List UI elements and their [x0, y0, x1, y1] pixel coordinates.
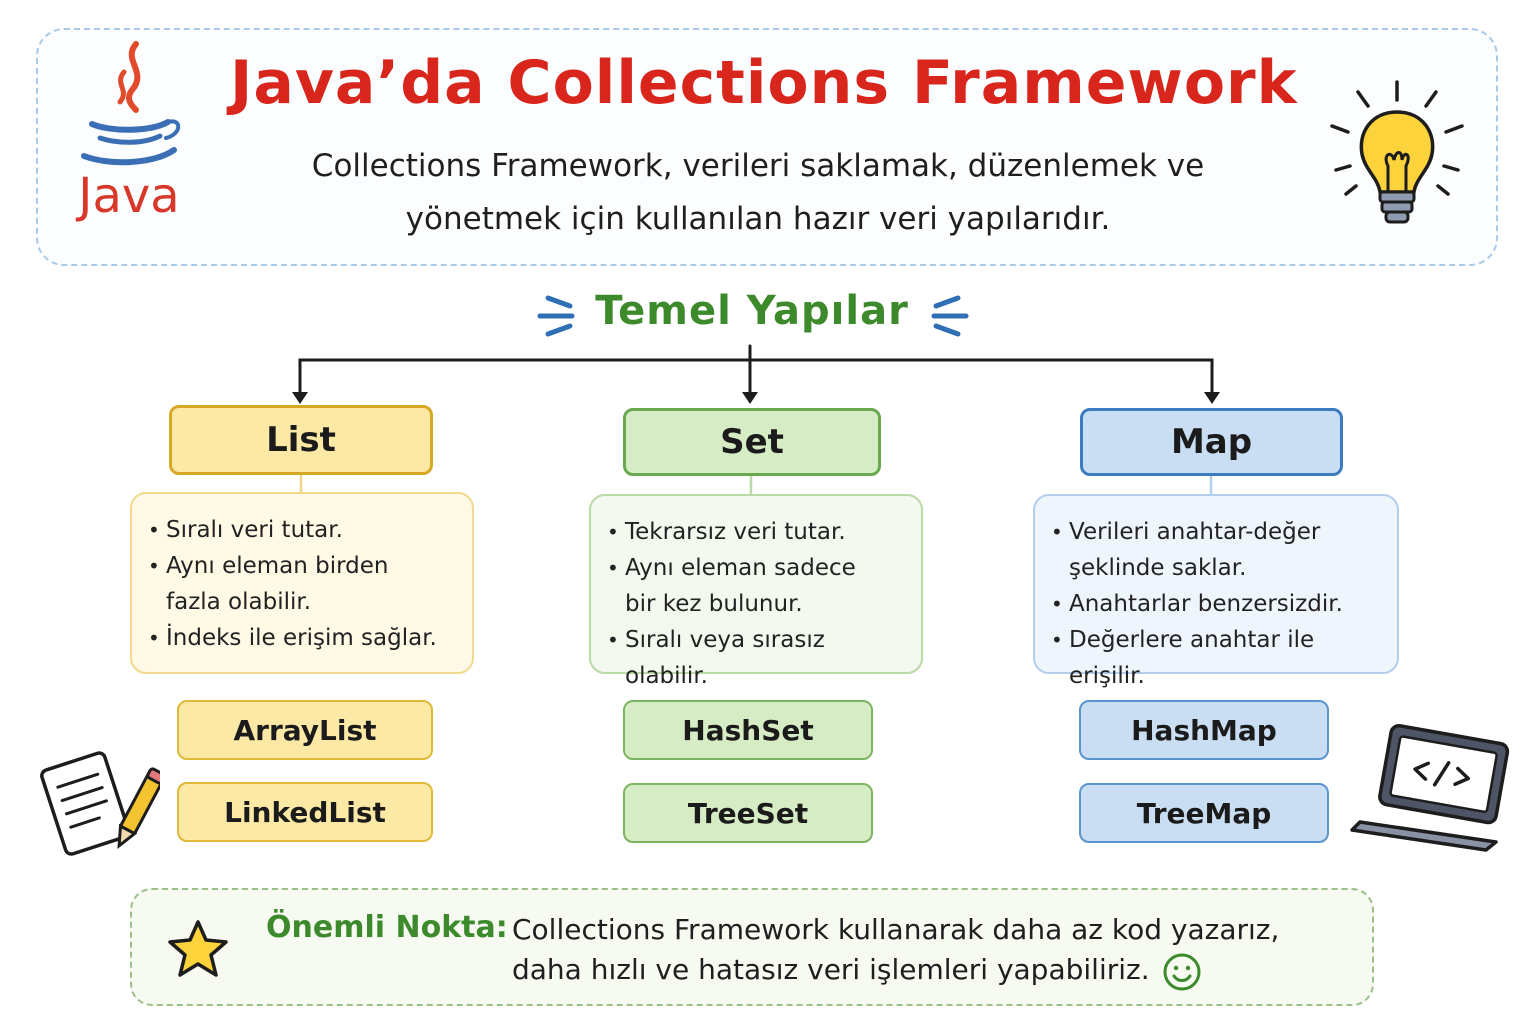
header-panel — [36, 28, 1498, 266]
emphasis-marks-left-icon — [537, 295, 575, 337]
impl-linkedlist: LinkedList — [177, 782, 433, 842]
notepad-pencil-icon — [40, 751, 160, 856]
impl-treeset: TreeSet — [623, 783, 873, 843]
bullet-list: Sıralı veri tutar. Aynı eleman birden fa… — [148, 512, 462, 656]
java-logo-text: Java — [78, 168, 180, 224]
list-item: Sıralı veya sırasız olabilir. — [607, 622, 911, 694]
emphasis-marks-right-icon — [931, 295, 969, 337]
bullet-list: Tekrarsız veri tutar. Aynı eleman sadece… — [607, 514, 911, 694]
list-item: İndeks ile erişim sağlar. — [148, 620, 462, 656]
smiley-icon — [1163, 953, 1201, 991]
list-item: Değerlere anahtar ile erişilir. — [1051, 622, 1387, 694]
category-list-header: List — [169, 405, 433, 475]
page-subtitle: Collections Framework, verileri saklamak… — [250, 140, 1266, 246]
subtitle-line: yönetmek için kullanılan hazır veri yapı… — [405, 201, 1111, 237]
bullet-list: Verileri anahtar-değer şeklinde saklar. … — [1051, 514, 1387, 694]
list-item: Aynı eleman sadece bir kez bulunur. — [607, 550, 911, 622]
list-item: Aynı eleman birden fazla olabilir. — [148, 548, 462, 620]
laptop-code-icon — [1350, 724, 1510, 852]
category-list-description: Sıralı veri tutar. Aynı eleman birden fa… — [130, 492, 474, 674]
note-line: daha hızlı ve hatasız veri işlemleri yap… — [512, 953, 1150, 986]
list-item: Sıralı veri tutar. — [148, 512, 462, 548]
java-logo-icon — [81, 41, 181, 166]
note-text: Collections Framework kullanarak daha az… — [512, 910, 1279, 990]
category-set-description: Tekrarsız veri tutar. Aynı eleman sadece… — [589, 494, 923, 689]
category-set-header: Set — [623, 408, 881, 476]
category-map-description: Verileri anahtar-değer şeklinde saklar. … — [1033, 494, 1399, 689]
impl-treemap: TreeMap — [1079, 783, 1329, 843]
section-title: Temel Yapılar — [595, 288, 909, 334]
list-item: Anahtarlar benzersizdir. — [1051, 586, 1387, 622]
list-item: Tekrarsız veri tutar. — [607, 514, 911, 550]
star-icon — [168, 920, 228, 977]
impl-hashmap: HashMap — [1079, 700, 1329, 760]
note-label: Önemli Nokta: — [266, 910, 508, 945]
important-note-panel — [130, 888, 1374, 1006]
impl-arraylist: ArrayList — [177, 700, 433, 760]
page-title: Java’da Collections Framework — [230, 48, 1298, 118]
impl-hashset: HashSet — [623, 700, 873, 760]
lightbulb-icon — [1330, 80, 1464, 224]
subtitle-line: Collections Framework, verileri saklamak… — [311, 148, 1205, 184]
category-map-header: Map — [1080, 408, 1343, 476]
list-item: Verileri anahtar-değer şeklinde saklar. — [1051, 514, 1387, 586]
note-line: Collections Framework kullanarak daha az… — [512, 913, 1280, 946]
